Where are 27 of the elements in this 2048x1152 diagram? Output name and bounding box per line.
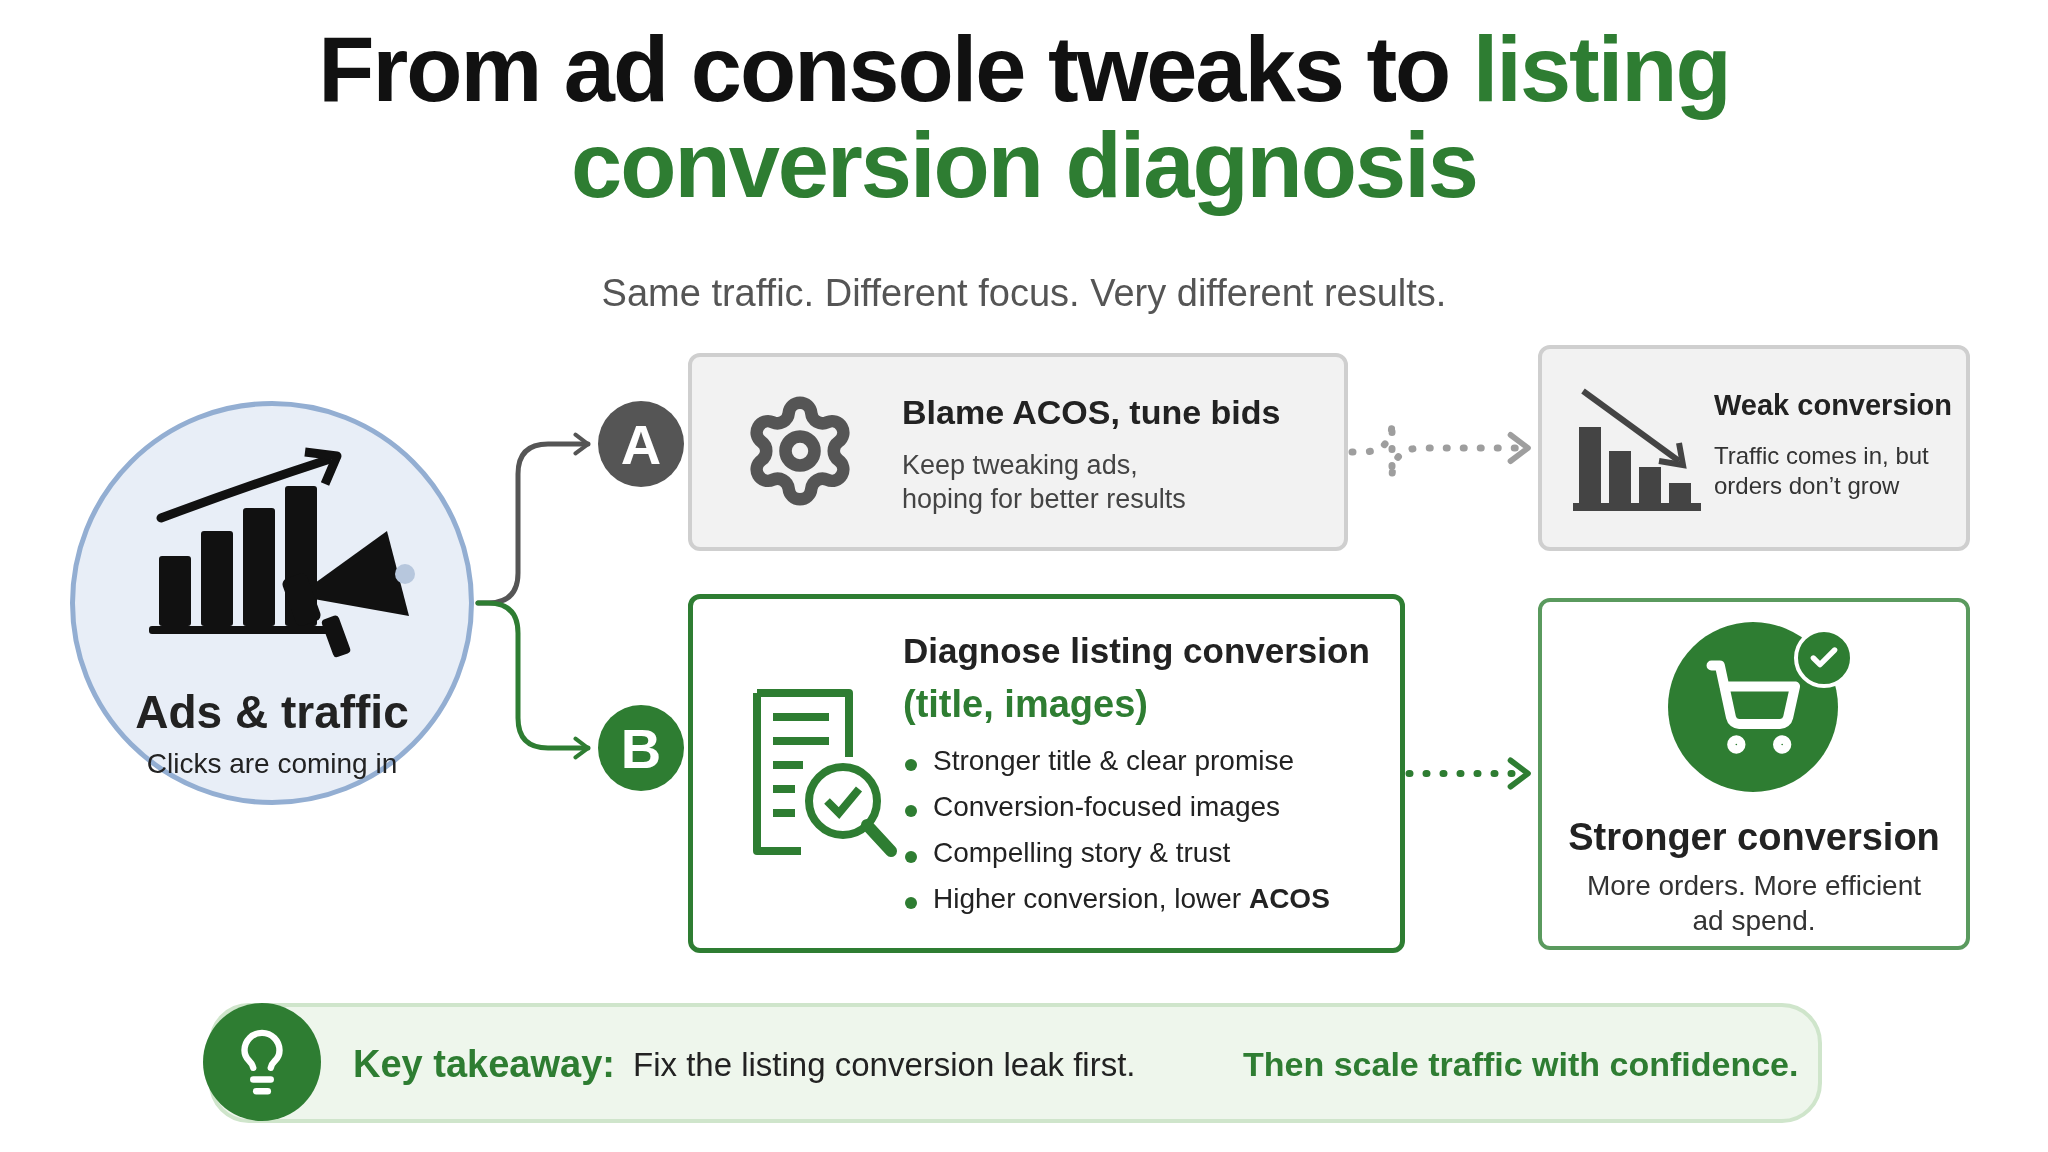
result-box (1538, 345, 1970, 551)
node-heading: Ads & traffic (134, 685, 410, 740)
result-box (1538, 598, 1970, 950)
box-text: Keep tweaking ads, hoping for better results (902, 449, 1187, 516)
node-text: Clicks are coming in (145, 747, 399, 781)
subtitle: Same traffic. Different focus. Very different results. (600, 272, 1448, 315)
path-badge: A (598, 401, 684, 487)
arrow (475, 600, 591, 760)
box-subheading: (title, images) (903, 682, 1149, 727)
takeaway-highlight: Then scale traffic with confidence. (1243, 1044, 1799, 1085)
path-badge: B (598, 705, 684, 791)
takeaway-label: Key takeaway: (353, 1042, 615, 1087)
dotted-arrow (1405, 757, 1532, 790)
box-heading: Blame ACOS, tune bids (902, 392, 1282, 433)
bullet-text: Higher conversion, lower ACOS (933, 883, 1330, 915)
box-heading: Stronger conversion (1567, 815, 1941, 860)
box-heading: Diagnose listing conversion (903, 630, 1371, 672)
title: From ad console tweaks to listing conversion diagnosis (317, 22, 1731, 214)
process-box (688, 353, 1348, 551)
process-box (688, 594, 1405, 953)
bullet-text: Stronger title & clear promise (933, 745, 1295, 777)
bullet-text: Compelling story & trust (933, 837, 1231, 869)
bullet-text: Conversion-focused images (933, 791, 1281, 823)
box-text: Traffic comes in, but orders don’t grow (1714, 441, 1930, 501)
box-text: More orders. More efficient ad spend. (1585, 869, 1923, 938)
takeaway-text: Fix the listing conversion leak first. (633, 1045, 1136, 1085)
box-heading: Weak conversion (1714, 388, 1953, 423)
